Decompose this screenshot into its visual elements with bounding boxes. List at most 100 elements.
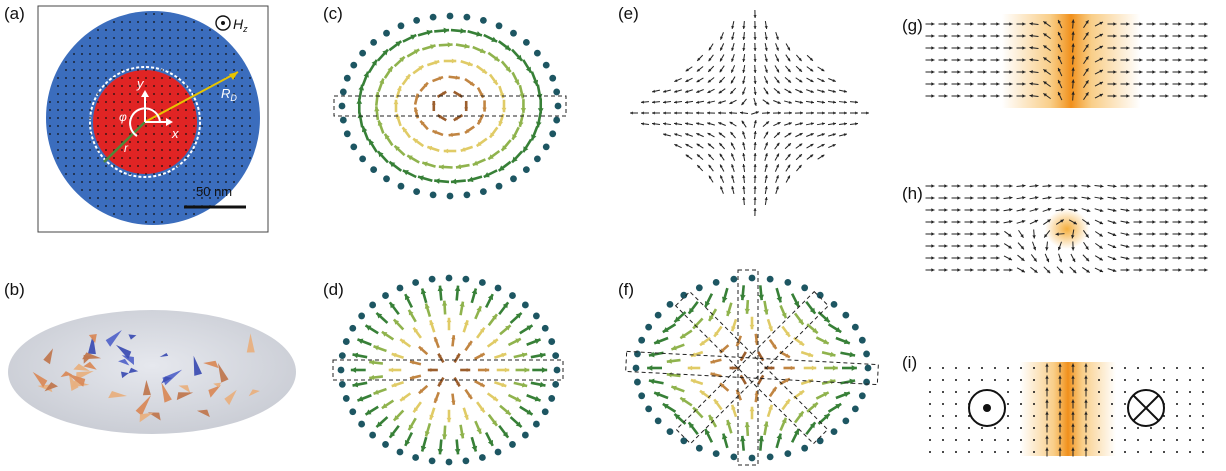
arrow-head <box>810 154 814 158</box>
vector-arrow <box>476 113 485 125</box>
vector-arrow <box>964 58 974 62</box>
spin-dot <box>955 379 957 381</box>
vector-arrow <box>699 336 711 347</box>
arrow-head <box>490 132 495 138</box>
vector-arrow <box>964 22 974 26</box>
vector-arrow <box>977 58 987 62</box>
vector-arrow <box>749 406 755 420</box>
vector-arrow <box>350 367 366 373</box>
vector-arrow <box>1045 387 1049 397</box>
magnetization-dot <box>177 205 179 207</box>
vector-arrow <box>475 137 488 148</box>
magnetization-dot <box>153 45 155 47</box>
arrow-head <box>1009 94 1013 98</box>
vector-arrow <box>977 196 987 200</box>
arrow-head <box>720 164 723 168</box>
magnetization-dot <box>137 141 139 143</box>
arrow-head <box>788 90 792 94</box>
magnetization-dot <box>185 29 187 31</box>
arrow-head <box>744 308 750 314</box>
arrow-head <box>526 325 533 331</box>
magnetization-dot <box>201 101 203 103</box>
arrow-head <box>720 36 723 40</box>
vector-arrow <box>1120 220 1130 224</box>
spin-dot <box>1189 415 1191 417</box>
arrow-head <box>983 244 987 248</box>
magnetization-dot <box>145 69 147 71</box>
vector-arrow <box>1198 196 1208 200</box>
arrow-head <box>393 99 399 105</box>
edge-spin <box>654 417 662 425</box>
spin-dot <box>1007 379 1009 381</box>
arrow-head <box>1191 196 1195 200</box>
vector-arrow <box>1043 68 1051 76</box>
arrow-head <box>776 79 780 84</box>
cone-arrow <box>118 358 130 366</box>
vector-arrow <box>443 58 457 64</box>
vector-arrow <box>1172 244 1182 248</box>
magnetization-dot <box>169 213 171 215</box>
arrow-head <box>758 294 765 301</box>
edge-spin <box>532 420 540 428</box>
magnetization-dot <box>97 53 99 55</box>
vector-arrow <box>707 77 715 83</box>
arrow-head <box>1126 184 1130 188</box>
vector-arrow <box>742 141 746 151</box>
magnetization-dot <box>233 165 235 167</box>
vector-arrow <box>663 133 671 137</box>
magnetization-dot <box>153 69 155 71</box>
vector-arrow <box>753 207 757 217</box>
arrow-head <box>451 335 456 340</box>
magnetization-dot <box>169 93 171 95</box>
magnetization-dot <box>121 85 123 87</box>
magnetization-dot <box>65 149 67 151</box>
vector-arrow <box>753 31 757 41</box>
vector-arrow <box>964 34 974 38</box>
magnetization-dot <box>65 93 67 95</box>
arrow-head <box>1047 207 1052 212</box>
radius-arrowhead <box>229 72 238 80</box>
magnetization-dot <box>193 149 195 151</box>
vector-arrow <box>1185 34 1195 38</box>
vector-arrow <box>679 329 693 340</box>
arrow-head <box>766 101 770 105</box>
edge-spin <box>842 311 850 319</box>
arrow-head <box>810 79 814 82</box>
vector-arrow <box>1172 70 1182 74</box>
magnetization-dot <box>81 53 83 55</box>
magnetization-dot <box>57 149 59 151</box>
edge-spin <box>350 143 358 151</box>
cone-arrow <box>120 371 129 379</box>
vector-arrow <box>805 111 815 115</box>
arrow-head <box>696 100 700 104</box>
edge-spin <box>541 324 549 332</box>
arrow-head <box>767 111 770 115</box>
magnetization-dot <box>145 181 147 183</box>
arrow-head <box>832 79 836 82</box>
vector-arrow <box>824 365 838 371</box>
vector-arrow <box>1084 363 1088 373</box>
vector-arrow <box>1045 399 1049 409</box>
arrow-head <box>1035 184 1039 188</box>
spin-dot <box>1202 379 1204 381</box>
edge-spin <box>542 143 550 151</box>
arrow-head <box>720 383 725 388</box>
vector-arrow <box>375 416 389 429</box>
vector-arrow <box>1107 184 1117 188</box>
arrow-head <box>1139 256 1143 260</box>
vector-arrow <box>849 122 859 126</box>
arrow-head <box>1139 268 1143 272</box>
edge-spin <box>533 155 541 163</box>
arrow-head <box>983 220 987 224</box>
magnetization-dot <box>137 165 139 167</box>
spin-dot <box>968 379 970 381</box>
vector-arrow <box>1058 375 1062 385</box>
arrow-head <box>467 61 473 67</box>
vector-arrow <box>704 428 714 443</box>
magnetization-dot <box>49 125 51 127</box>
vector-arrow <box>1032 229 1036 239</box>
magnetization-dot <box>129 189 131 191</box>
arrow-head <box>1139 232 1143 236</box>
vector-arrow <box>775 433 783 449</box>
edge-spin <box>858 392 866 400</box>
